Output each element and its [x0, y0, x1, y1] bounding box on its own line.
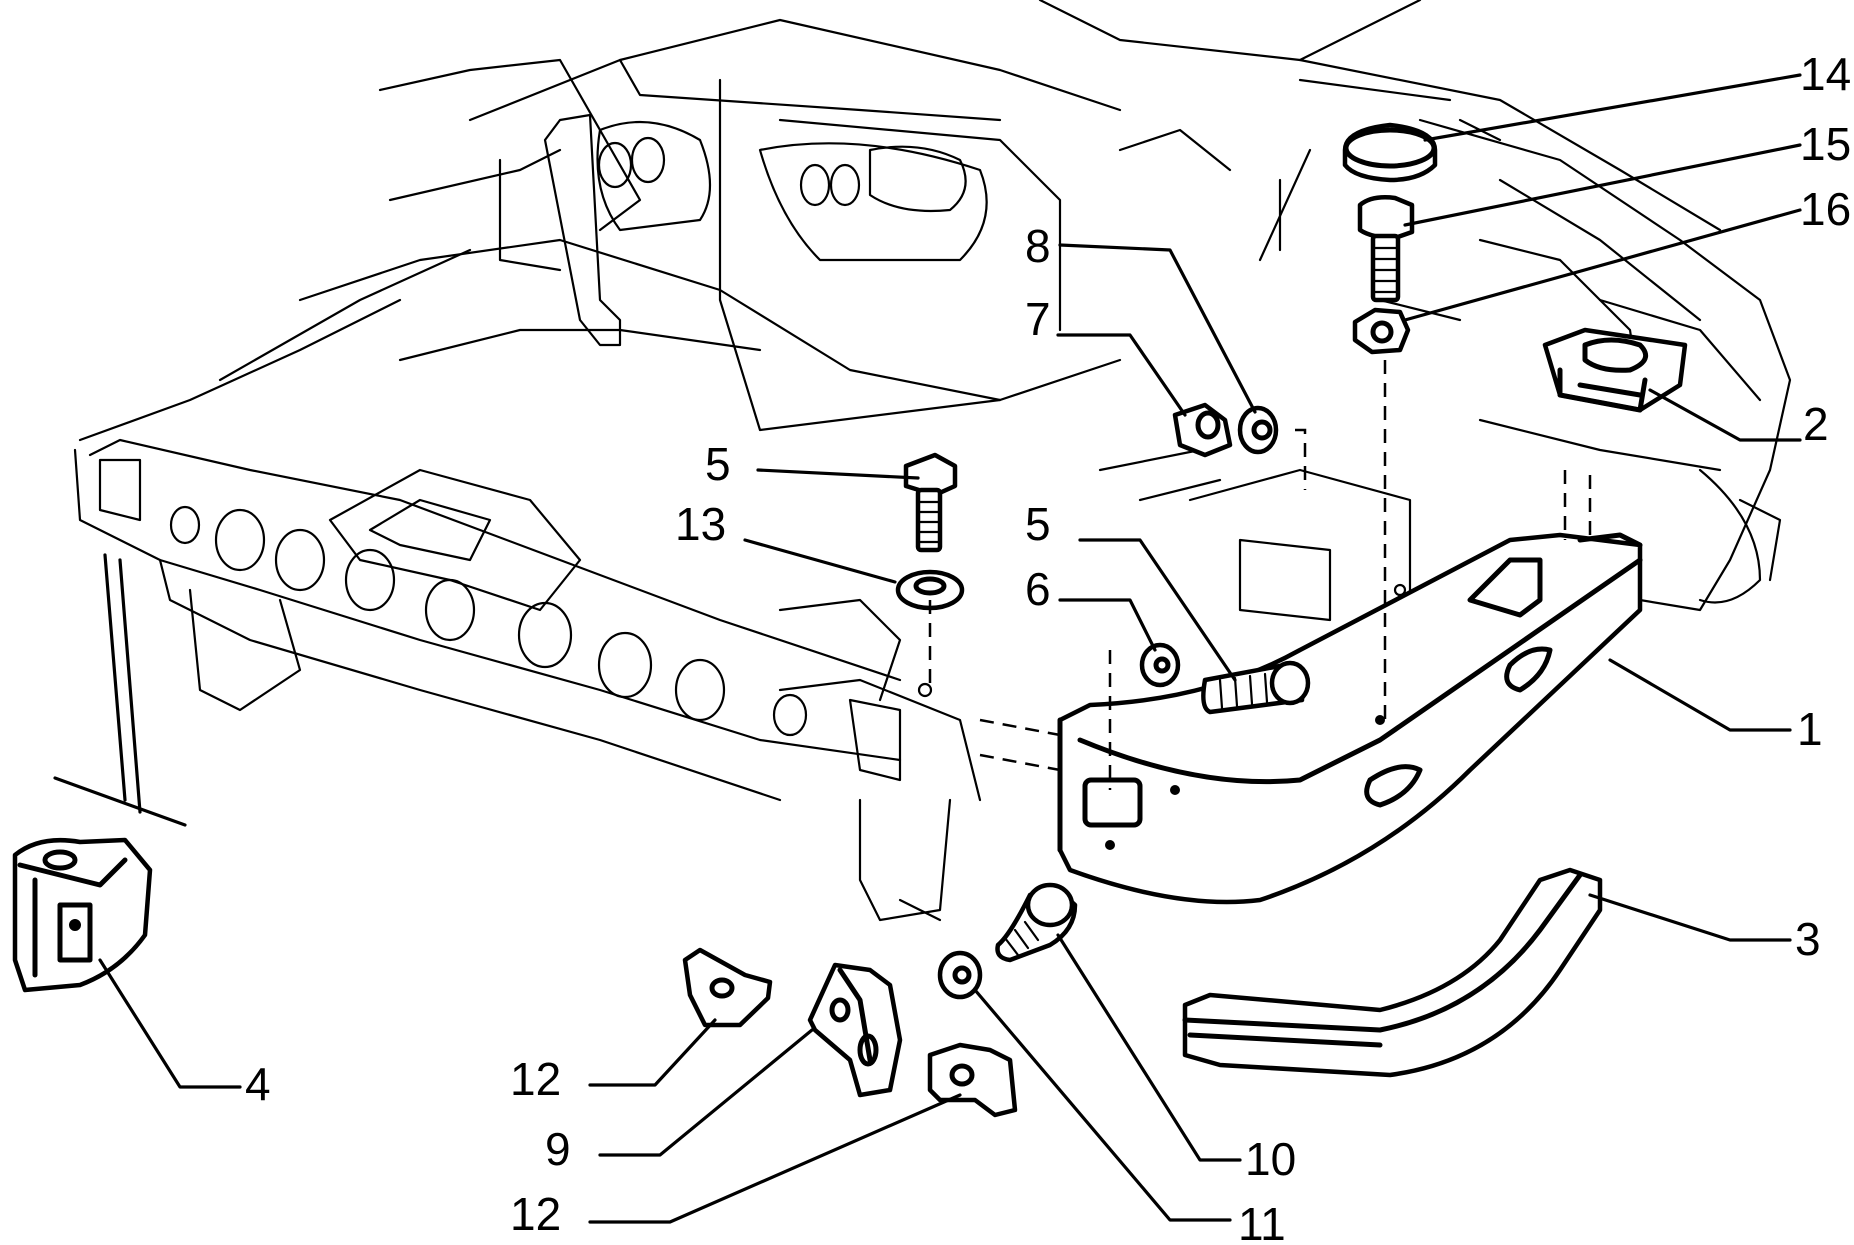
callout-5b: 5 [1025, 498, 1051, 550]
part-8-nut [1237, 405, 1279, 455]
part-1-bumper-reinforcement [1057, 532, 1643, 905]
part-4-side-bracket [12, 837, 153, 993]
part-3-rubber-strip [1182, 867, 1603, 1078]
callout-7: 7 [1025, 293, 1051, 345]
part-5-bolt-left [903, 452, 958, 553]
callout-14: 14 [1800, 48, 1851, 100]
callout-16: 16 [1800, 183, 1851, 235]
part-14-cap [1342, 122, 1438, 183]
callout-15: 15 [1800, 118, 1851, 170]
callout-1: 1 [1797, 703, 1823, 755]
callout-10: 10 [1245, 1133, 1296, 1185]
part-7-stud [1172, 402, 1233, 458]
part-15-bolt [1357, 195, 1415, 303]
part-16-nut [1352, 307, 1411, 355]
callout-11: 11 [1238, 1198, 1286, 1245]
part-11-washer [937, 950, 983, 1000]
leader-lines [53, 73, 1802, 1224]
callout-12b: 12 [510, 1188, 561, 1240]
callout-2: 2 [1803, 398, 1829, 450]
part-10-screw [995, 882, 1078, 963]
part-12-clip-lower [927, 1042, 1018, 1118]
callout-4: 4 [245, 1058, 271, 1110]
callout-3: 3 [1795, 913, 1821, 965]
callout-5a: 5 [705, 438, 731, 490]
part-5-bolt-middle [1201, 660, 1311, 715]
alignment-lines [928, 360, 1592, 790]
callout-6: 6 [1025, 563, 1051, 615]
callout-13: 13 [675, 498, 726, 550]
part-9-strap-bracket [807, 962, 903, 1098]
part-12-clip-upper [682, 947, 773, 1028]
callout-9: 9 [545, 1123, 571, 1175]
part-6-cage-nut [1139, 642, 1181, 688]
callout-8: 8 [1025, 220, 1051, 272]
callout-12a: 12 [510, 1053, 561, 1105]
callout-labels: 1 2 3 4 5 5 6 7 8 9 10 11 12 12 13 14 15… [245, 48, 1851, 1245]
